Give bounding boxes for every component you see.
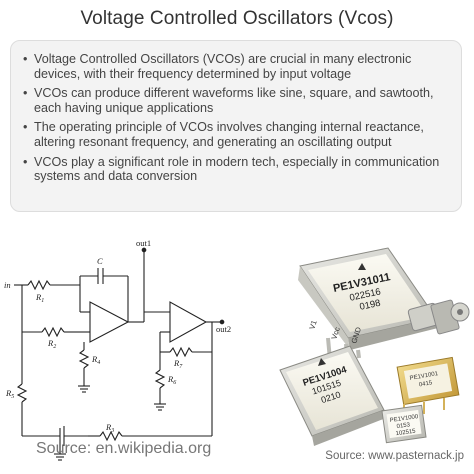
bullet-item: VCOs can produce different waveforms lik… <box>23 86 449 115</box>
label-out2: out2 <box>216 324 231 334</box>
vco-modules-photo: PE1V31011 022516 0198 V1 Vcc GND <box>279 247 470 446</box>
gold-module-code: 0415 <box>419 380 434 388</box>
label-c: C <box>97 256 103 266</box>
large-vco-module: PE1V31011 022516 0198 V1 Vcc GND <box>298 247 470 367</box>
source-caption-right: Source: www.pasternack.jp <box>325 450 464 462</box>
small-module-part: PE1V1000 <box>389 414 419 424</box>
small-module-lot: 102515 <box>395 428 416 437</box>
bullet-item: VCOs play a significant role in modern t… <box>23 155 449 184</box>
sma-connector <box>407 299 470 335</box>
gold-vco-module: PE1V1001 0415 <box>396 356 460 416</box>
label-r1: R1 <box>35 292 44 304</box>
illustration-area: in out1 out2 C R1 R2 R3 R4 R5 R6 R7 <box>0 226 474 474</box>
small-vco-module: PE1V1000 0153 102515 <box>381 404 427 444</box>
label-in: in <box>4 280 11 290</box>
vco-circuit-schematic: in out1 out2 C R1 R2 R3 R4 R5 R6 R7 <box>4 238 231 461</box>
pin-label-vcc: Vcc <box>329 326 342 341</box>
summary-card: Voltage Controlled Oscillators (VCOs) ar… <box>10 40 462 212</box>
bullet-list: Voltage Controlled Oscillators (VCOs) ar… <box>23 52 449 184</box>
medium-vco-module: PE1V1004 101515 0210 <box>279 345 386 446</box>
large-module-lot: 0198 <box>359 298 382 313</box>
bullet-item: Voltage Controlled Oscillators (VCOs) ar… <box>23 52 449 81</box>
bullet-item: The operating principle of VCOs involves… <box>23 120 449 149</box>
label-r5: R5 <box>5 388 14 400</box>
label-r7: R7 <box>173 358 183 370</box>
label-r3: R3 <box>105 422 114 434</box>
small-module-code: 0153 <box>396 422 411 430</box>
gold-module-part: PE1V1001 <box>409 371 439 382</box>
label-out1: out1 <box>136 238 151 248</box>
label-r4: R4 <box>91 354 100 366</box>
label-r6: R6 <box>167 374 176 386</box>
pin-label-v1: V1 <box>307 319 318 331</box>
label-r2: R2 <box>47 338 56 350</box>
source-caption-left: Source: en.wikipedia.org <box>36 440 212 457</box>
page-title: Voltage Controlled Oscillators (Vcos) <box>80 8 394 29</box>
